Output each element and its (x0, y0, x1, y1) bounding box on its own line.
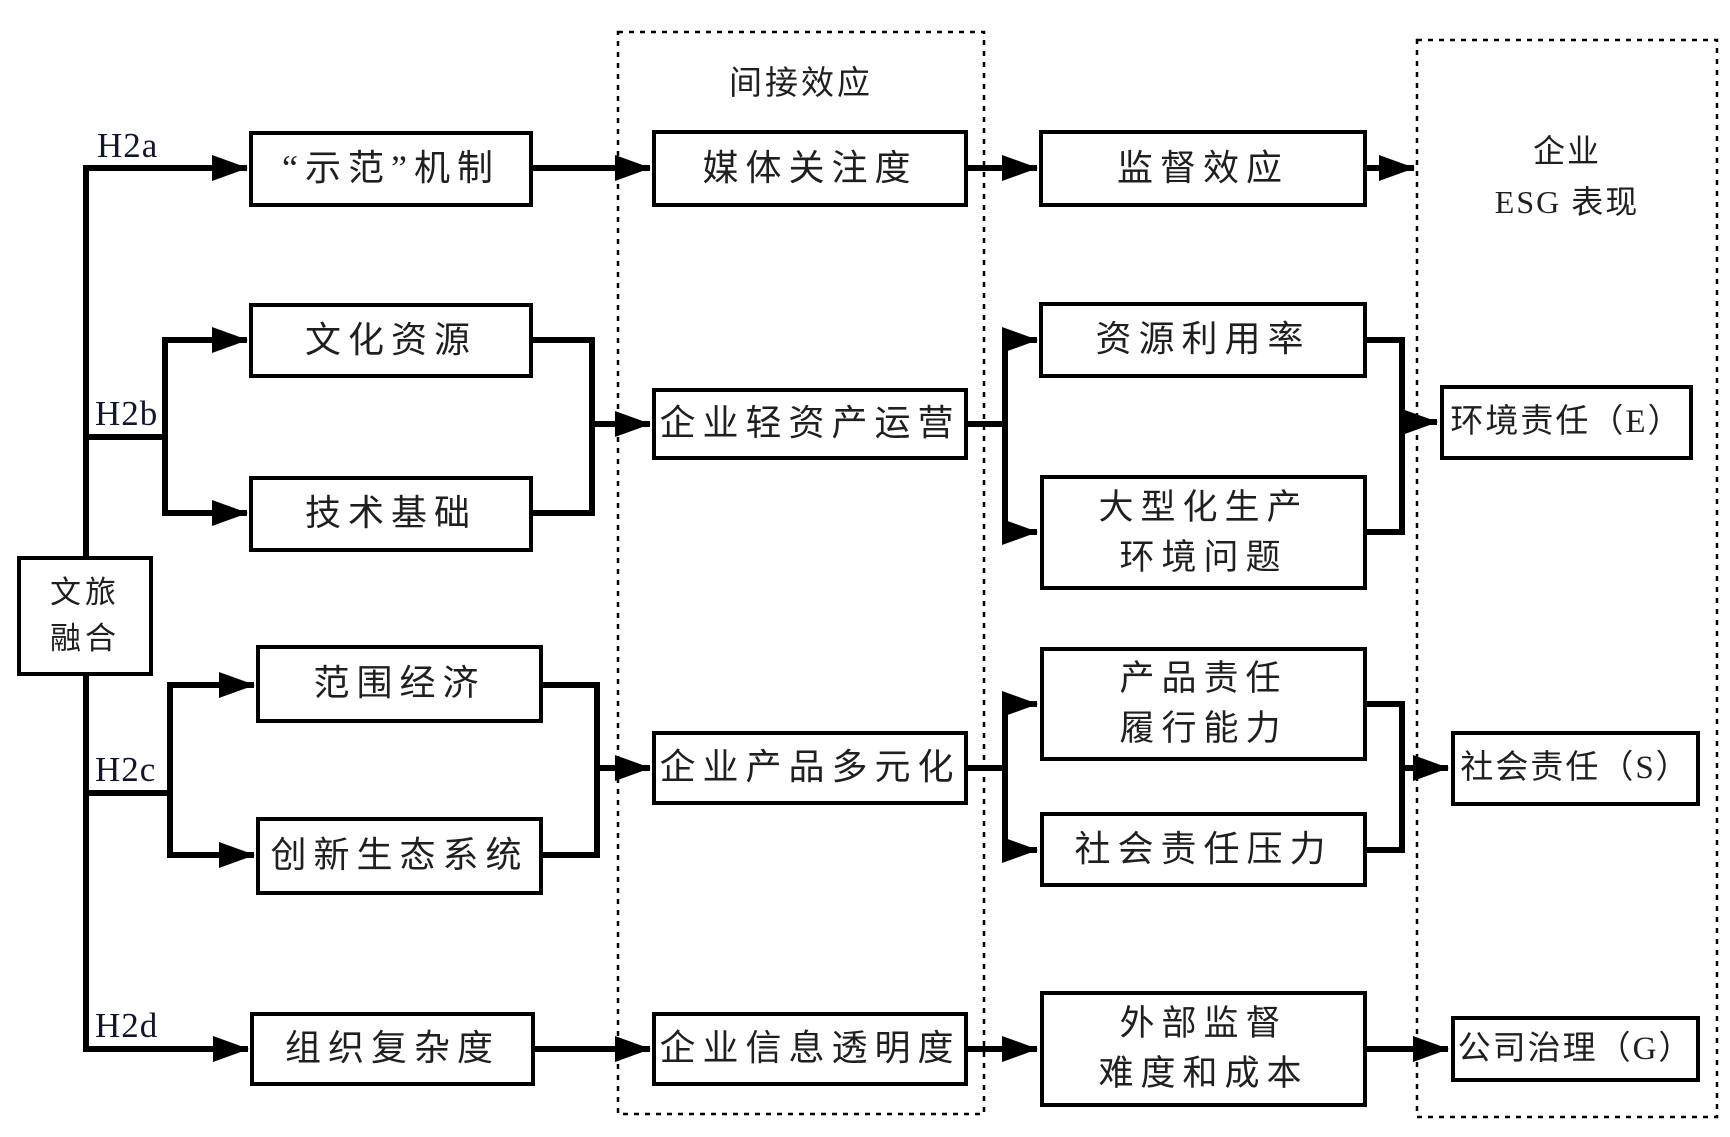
box-external-supervision-difficulty-cost: 外部监督 难度和成本 (1040, 991, 1367, 1107)
split-product-diversification (968, 701, 1008, 853)
bracket-culture-technology (533, 337, 595, 516)
esg-box-social-responsibility: 社会责任（S） (1451, 731, 1700, 806)
source-box-culture-tourism-integration: 文旅 融合 (17, 556, 153, 676)
box-technology-base: 技术基础 (249, 476, 533, 552)
mediator-box-product-diversification: 企业产品多元化 (652, 731, 968, 805)
box-social-responsibility-pressure: 社会责任压力 (1040, 812, 1367, 887)
mediator-panel-title: 间接效应 (729, 66, 873, 102)
box-supervision-effect: 监督效应 (1039, 130, 1367, 207)
esg-panel-border (1415, 38, 1719, 1119)
esg-box-environmental-responsibility: 环境责任（E） (1440, 385, 1693, 460)
box-product-responsibility-capability: 产品责任 履行能力 (1040, 647, 1367, 761)
mediator-box-information-transparency: 企业信息透明度 (652, 1012, 968, 1086)
esg-panel-title: 企业 ESG 表现 (1494, 133, 1640, 221)
hypothesis-label-h2c: H2c (95, 750, 157, 789)
box-cultural-resources: 文化资源 (249, 303, 533, 378)
bracket-product-socialpressure (1367, 701, 1405, 853)
mediator-panel-border (616, 30, 986, 1116)
box-economies-of-scope: 范围经济 (256, 645, 543, 723)
split-asset-light (968, 337, 1008, 535)
box-organizational-complexity: 组织复杂度 (250, 1012, 535, 1086)
box-innovation-ecosystem: 创新生态系统 (256, 817, 543, 895)
box-resource-utilization: 资源利用率 (1039, 302, 1367, 378)
box-demonstration-mechanism: “示范”机制 (249, 131, 533, 207)
box-large-scale-production-environmental-issues: 大型化生产 环境问题 (1040, 475, 1367, 590)
bracket-scope-innovation (543, 682, 600, 858)
mediator-box-media-attention: 媒体关注度 (652, 130, 968, 207)
mediator-box-asset-light-operation: 企业轻资产运营 (652, 388, 968, 460)
hypothesis-label-h2d: H2d (95, 1006, 159, 1045)
bracket-resource-largescale (1367, 337, 1405, 535)
hypothesis-label-h2b: H2b (95, 394, 159, 433)
esg-box-corporate-governance: 公司治理（G） (1451, 1016, 1700, 1082)
hypothesis-label-h2a: H2a (97, 126, 159, 165)
